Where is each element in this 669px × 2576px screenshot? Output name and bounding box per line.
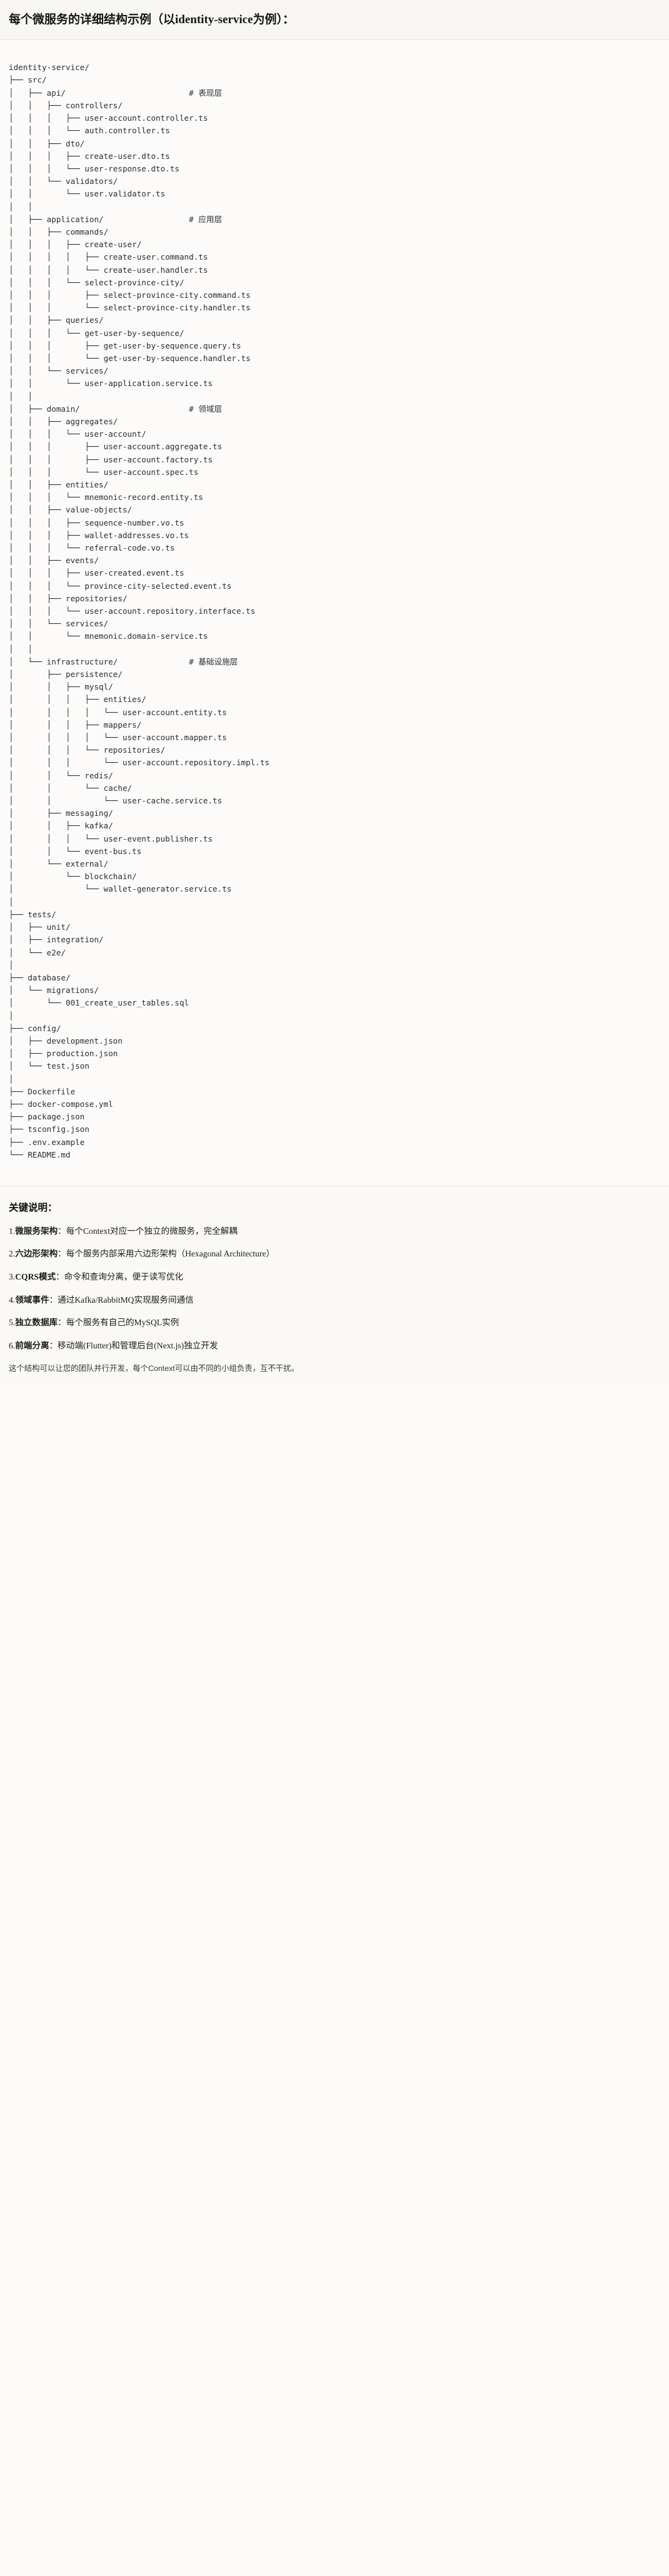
key-note-index: 3.	[9, 1271, 16, 1281]
key-note-index: 1.	[9, 1226, 16, 1236]
key-note-item: 6.前端分离：移动端(Flutter)和管理后台(Next.js)独立开发	[9, 1340, 660, 1352]
title-block: 每个微服务的详细结构示例（以identity-service为例）：	[0, 0, 669, 40]
key-note-name: 领域事件	[15, 1295, 49, 1305]
key-note-name: 六边形架构	[15, 1249, 58, 1259]
key-note-item: 5.独立数据库：每个服务有自己的MySQL实例	[9, 1316, 660, 1329]
key-note-description: 命令和查询分离，便于读写优化	[64, 1271, 184, 1281]
key-note-index: 5.	[9, 1318, 16, 1328]
directory-tree-text: identity-service/ ├── src/ │ ├── api/ # …	[9, 63, 270, 1159]
key-note-separator: ：	[58, 1226, 66, 1236]
key-note-description: 通过Kafka/RabbitMQ实现服务间通信	[58, 1295, 194, 1305]
key-note-index: 4.	[9, 1295, 16, 1305]
key-note-description: 每个服务有自己的MySQL实例	[66, 1318, 179, 1328]
key-note-description: 每个服务内部采用六边形架构（Hexagonal Architecture）	[66, 1249, 275, 1259]
key-note-name: 前端分离	[15, 1341, 49, 1351]
key-note-item: 2.六边形架构：每个服务内部采用六边形架构（Hexagonal Architec…	[9, 1248, 660, 1260]
key-note-separator: ：	[58, 1318, 66, 1328]
key-note-separator: ：	[49, 1295, 58, 1305]
page-title: 每个微服务的详细结构示例（以identity-service为例）：	[9, 13, 295, 26]
key-notes-heading: 关键说明：	[9, 1202, 58, 1213]
key-note-item: 3.CQRS模式：命令和查询分离，便于读写优化	[9, 1271, 660, 1283]
key-note-name: 独立数据库	[15, 1318, 58, 1328]
key-note-name: 微服务架构	[15, 1226, 58, 1236]
directory-tree: identity-service/ ├── src/ │ ├── api/ # …	[9, 61, 660, 1161]
key-note-index: 2.	[9, 1249, 16, 1259]
key-note-name: CQRS模式	[15, 1271, 56, 1281]
key-note-description: 每个Context对应一个独立的微服务，完全解耦	[66, 1226, 238, 1236]
key-note-separator: ：	[49, 1341, 58, 1351]
key-note-item: 1.微服务架构：每个Context对应一个独立的微服务，完全解耦	[9, 1225, 660, 1238]
closing-statement: 这个结构可以让您的团队并行开发，每个Context可以由不同的小组负责，互不干扰…	[9, 1363, 299, 1373]
directory-tree-block: identity-service/ ├── src/ │ ├── api/ # …	[0, 39, 669, 1186]
key-note-description: 移动端(Flutter)和管理后台(Next.js)独立开发	[58, 1341, 218, 1351]
key-note-separator: ：	[56, 1271, 64, 1281]
key-note-separator: ：	[58, 1249, 66, 1259]
key-note-item: 4.领域事件：通过Kafka/RabbitMQ实现服务间通信	[9, 1294, 660, 1306]
key-note-index: 6.	[9, 1341, 16, 1351]
